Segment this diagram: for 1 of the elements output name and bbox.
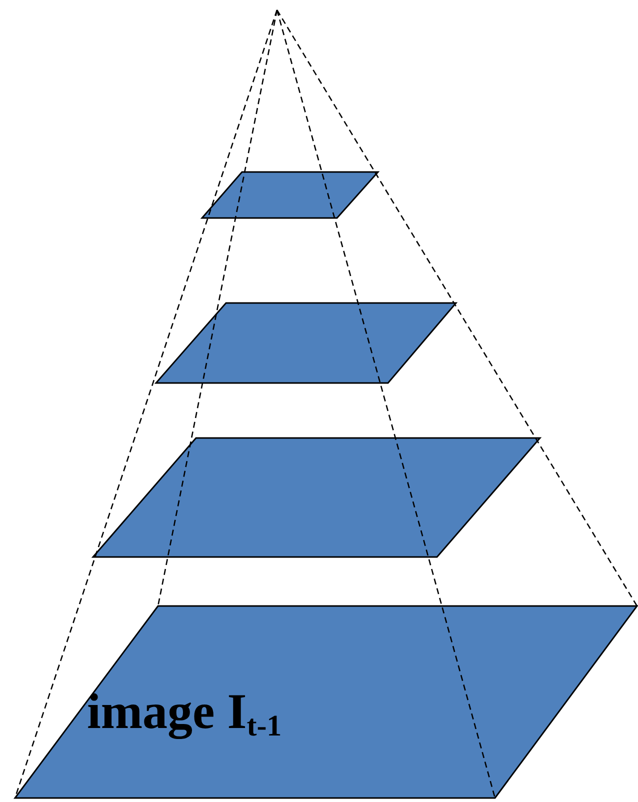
layer-label: image I$_{t-1}$ [87,686,282,742]
